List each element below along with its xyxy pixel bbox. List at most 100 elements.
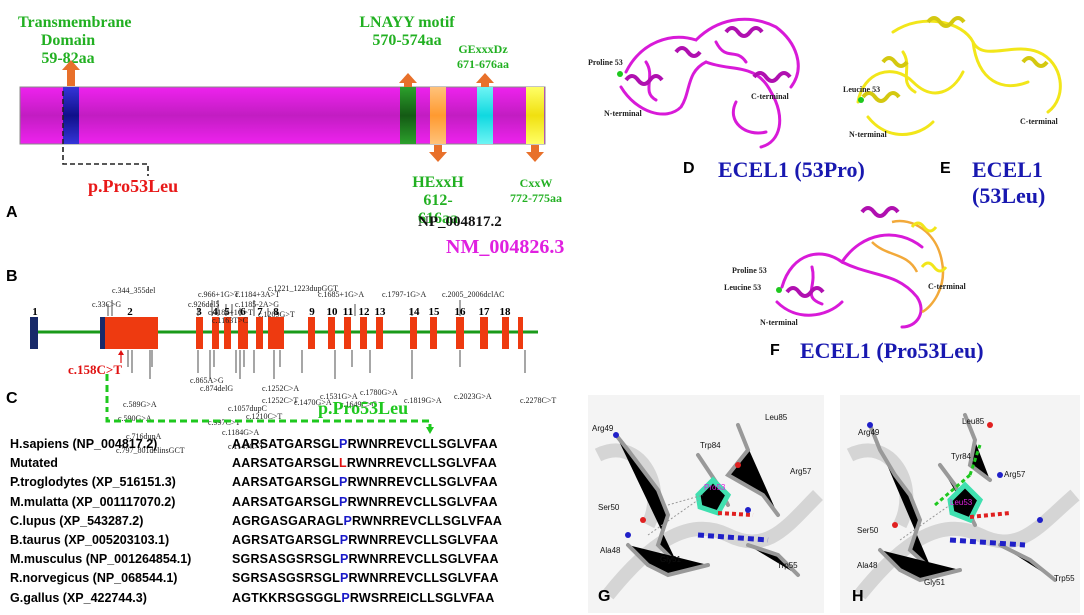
exon-2-utr (100, 317, 105, 349)
nm-accession: NM_004826.3 (446, 236, 565, 258)
exon-14 (410, 317, 417, 349)
structure-superposed (775, 206, 948, 329)
exon-number-7: 7 (257, 306, 263, 318)
alignment-row: C.lupus (XP_543287.2)AGRGASGARAGLPRWNRRE… (0, 512, 560, 531)
residue-label: Ala48 (600, 546, 621, 555)
exon-6 (238, 317, 248, 349)
bottom-mutation-16: c.1780G>A (360, 388, 398, 397)
exon-5 (224, 317, 231, 349)
bottom-mutation-2: c.716dupA (126, 432, 162, 441)
bottom-mutation-14: c.1531G>A (320, 392, 358, 401)
highlight-mutation-label: c.158C>T (68, 362, 122, 377)
exon-10 (328, 317, 335, 349)
sequence-prefix: AGRSATGARSGL (232, 533, 340, 547)
exon-number-9: 9 (309, 306, 315, 318)
bottom-mutation-19: c.2278C>T (520, 396, 557, 405)
exon-8 (268, 317, 284, 349)
top-mutation-arrows (107, 300, 461, 316)
protein-domain-diagram (19, 60, 546, 176)
exon-18-cds (518, 317, 523, 349)
residue-label: Pro53 (704, 483, 726, 492)
cxxw-box (526, 87, 544, 144)
e-cterm-label: C-terminal (1020, 117, 1058, 126)
bottom-mutation-11: c.1252C>A (262, 384, 300, 393)
alignment-row: R.norvegicus (NP_068544.1) SGRSASGSRSGLPR… (0, 569, 560, 588)
sequence: AGTKKRSGSGGLPRWSRREICLLSGLVFAA (232, 589, 495, 608)
np-accession: NP_004817.2 (418, 214, 502, 230)
sequence-prefix: SGRSASGSRSGL (232, 571, 340, 586)
f-site2-label: Leucine 53 (724, 283, 762, 292)
lnayy-motif-label: LNAYY motif 570-574aa (359, 14, 455, 49)
residue-label: Arg57 (1004, 470, 1026, 479)
sequence-suffix: RWNRREVCLLSGLVFAA (347, 437, 498, 451)
sequence: SGRSASGSRSGLPRWNRREVCLLSGLVFAA (232, 569, 499, 588)
hexxh-box (430, 87, 446, 144)
exon-number-15: 15 (429, 306, 441, 318)
bottom-mutation-8: c.1147C>T (228, 442, 264, 451)
e-title: ECEL1 (53Leu) (972, 157, 1046, 208)
panel-letter-g: G (598, 588, 611, 605)
d-nterm-label: N-terminal (604, 109, 642, 118)
exon-number-14: 14 (409, 306, 421, 318)
bottom-mutation-15: c.1649C>G (340, 400, 378, 409)
sequence-prefix: AARSATGARSGL (232, 494, 340, 509)
sequence-prefix: AARSATGARSGL (232, 456, 340, 471)
exon-number-18: 18 (500, 306, 512, 318)
species-name: P.troglodytes (XP_516151.3) (10, 475, 176, 490)
bottom-mutation-18: c.2023G>A (454, 392, 492, 401)
top-mutation-12: c.2005_2006dclAC (442, 290, 505, 299)
e-site-label: Leucine 53 (843, 85, 881, 94)
top-mutation-11: c.1797-1G>A (382, 290, 427, 299)
species-name: Mutated (10, 456, 58, 471)
sequence: AARSATGARSGLLRWNRREVCLLSGLVFAA (232, 454, 497, 473)
residue-label: Arg49 (592, 424, 614, 433)
tm-domain-label: Transmembrane Domain 59-82aa (18, 14, 132, 67)
bottom-mutation-3: c.797_801delinsGCT (116, 446, 185, 455)
residue-53: P (341, 590, 350, 605)
bottom-mutation-13: c.1470G>A (294, 398, 332, 407)
exon-number-2: 2 (127, 306, 133, 318)
residue-53: P (339, 571, 349, 586)
exon-1 (30, 317, 38, 349)
sequence-prefix: SGRSASGSRSGL (232, 552, 340, 567)
sequence-suffix: RWNRREVCLLSGLVFAA (348, 571, 499, 586)
bottom-mutation-10: c.1210C>T (246, 412, 283, 421)
d-site-label: Proline 53 (588, 58, 623, 67)
species-name: H.sapiens (NP_004817.2) (10, 437, 158, 451)
residue-label: Trp55 (1054, 574, 1075, 583)
alignment-row: M.mulatta (XP_001117070.2)AARSATGARSGLPR… (0, 493, 560, 512)
sequence: AGRGASGARAGLPRWNRREVCLLSGLVFAA (232, 512, 502, 531)
e-nterm-label: N-terminal (849, 130, 887, 139)
top-mutation-6: c.1184+1G>T (208, 308, 253, 317)
residue-label: Tyr84 (951, 452, 972, 461)
d-cterm-label: C-terminal (751, 92, 789, 101)
top-mutation-1: c.33C>G (92, 300, 122, 309)
exon-4 (212, 317, 219, 349)
hexxh-label: HExxH 612-616aa (412, 174, 464, 227)
alignment-row: H.sapiens (NP_004817.2)AARSATGARSGLPRWNR… (0, 435, 560, 454)
top-mutation-2: c.926del5 (188, 300, 220, 309)
exon-17 (480, 317, 488, 349)
species-name: R.norvegicus (NP_068544.1) (10, 571, 178, 586)
mutation-pointer (62, 91, 149, 176)
residue-53: P (339, 437, 348, 451)
bottom-mutation-1: c.590G>A (118, 414, 152, 423)
exon-number-8: 8 (273, 306, 279, 318)
bottom-mutation-9: c.1184G>A (222, 428, 260, 437)
sequence-suffix: RWNRREVCLLSGLVFAA (351, 513, 503, 528)
exon-number-5: 5 (224, 306, 230, 318)
residue-label: Ala48 (857, 561, 878, 570)
alignment-row: G.gallus (XP_422744.3)AGTKKRSGSGGLPRWSRR… (0, 589, 560, 608)
structure-53pro (617, 17, 800, 149)
species-name: B.taurus (XP_005203103.1) (10, 533, 170, 547)
residue-53: P (339, 552, 349, 567)
panel-letter-d: D (683, 160, 695, 177)
sequence: SGRSASGSRSGLPRWNRREVCLLSGLVFAA (232, 550, 499, 569)
structure-53leu (856, 16, 1062, 136)
exon-7 (256, 317, 263, 349)
protein-bar (19, 86, 546, 145)
top-mutation-4: c.1184+3A>T (235, 290, 280, 299)
residue-53: P (339, 475, 348, 490)
alignment-row: Mutated AARSATGARSGLLRWNRREVCLLSGLVFAA (0, 454, 560, 473)
